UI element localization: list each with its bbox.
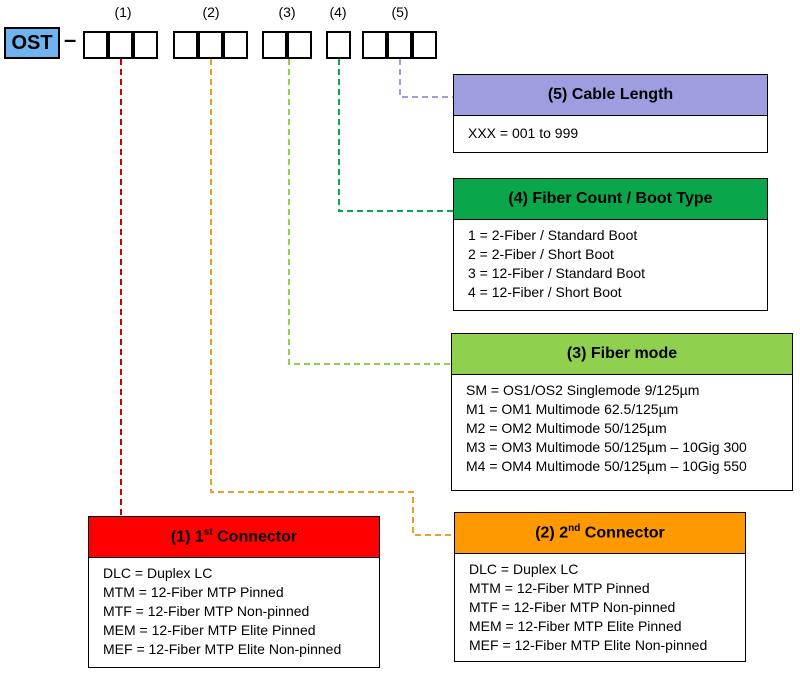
list-item: M1 = OM1 Multimode 62.5/125µm: [466, 401, 679, 417]
connector2-title-suffix: Connector: [580, 524, 665, 542]
code-cell-1c: [133, 31, 158, 59]
code-cell-5c: [412, 31, 437, 59]
leader-line-5: [399, 59, 453, 98]
cable-length-box: (5) Cable Length XXX = 001 to 999: [453, 74, 768, 153]
list-item: MTF = 12-Fiber MTP Non-pinned: [469, 599, 676, 615]
code-cell-1b: [108, 31, 133, 59]
list-item: DLC = Duplex LC: [103, 565, 213, 581]
connector2-box: (2) 2nd Connector DLC = Duplex LC MTM = …: [454, 512, 746, 662]
position-label-4: (4): [329, 4, 347, 20]
code-cell-3a: [262, 31, 287, 59]
connector1-header: (1) 1st Connector: [89, 517, 379, 558]
list-item: M4 = OM4 Multimode 50/125µm – 10Gig 550: [466, 458, 747, 474]
fiber-mode-header: (3) Fiber mode: [452, 334, 792, 375]
code-cell-2a: [173, 31, 198, 59]
cable-length-title: (5) Cable Length: [547, 86, 674, 103]
connector1-list: DLC = Duplex LC MTM = 12-Fiber MTP Pinne…: [89, 558, 379, 659]
connector2-title-sup: nd: [568, 523, 581, 535]
list-item: MEF = 12-Fiber MTP Elite Non-pinned: [103, 641, 342, 657]
cable-length-header: (5) Cable Length: [454, 75, 767, 116]
list-item: MTF = 12-Fiber MTP Non-pinned: [103, 603, 310, 619]
connector1-title: (1) 1st Connector: [171, 527, 297, 546]
list-item: 4 = 12-Fiber / Short Boot: [468, 284, 622, 300]
list-item: M2 = OM2 Multimode 50/125µm: [466, 420, 667, 436]
connector1-title-sup: st: [203, 527, 213, 539]
code-cell-2b: [198, 31, 223, 59]
cable-length-list: XXX = 001 to 999: [454, 116, 767, 143]
code-cell-3b: [287, 31, 312, 59]
list-item: MTM = 12-Fiber MTP Pinned: [469, 580, 650, 596]
list-item: 3 = 12-Fiber / Standard Boot: [468, 265, 646, 281]
list-item: SM = OS1/OS2 Singlemode 9/125µm: [466, 382, 700, 398]
fiber-mode-box: (3) Fiber mode SM = OS1/OS2 Singlemode 9…: [451, 333, 793, 491]
list-item: M3 = OM3 Multimode 50/125µm – 10Gig 300: [466, 439, 747, 455]
connector1-box: (1) 1st Connector DLC = Duplex LC MTM = …: [88, 516, 380, 668]
list-item: XXX = 001 to 999: [468, 125, 579, 141]
code-cell-2c: [223, 31, 248, 59]
position-label-2: (2): [202, 4, 220, 20]
fiber-count-title: (4) Fiber Count / Boot Type: [508, 190, 713, 207]
fiber-count-header: (4) Fiber Count / Boot Type: [454, 179, 767, 220]
leader-line-3: [288, 59, 451, 365]
list-item: MEM = 12-Fiber MTP Elite Pinned: [103, 622, 316, 638]
list-item: MTM = 12-Fiber MTP Pinned: [103, 584, 284, 600]
list-item: 1 = 2-Fiber / Standard Boot: [468, 227, 638, 243]
leader-line-4: [338, 59, 453, 212]
fiber-count-list: 1 = 2-Fiber / Standard Boot 2 = 2-Fiber …: [454, 220, 767, 302]
fiber-mode-list: SM = OS1/OS2 Singlemode 9/125µm M1 = OM1…: [452, 375, 792, 476]
code-cell-5b: [387, 31, 412, 59]
connector2-title-prefix: (2) 2: [535, 524, 569, 542]
connector1-title-suffix: Connector: [212, 528, 298, 546]
code-cell-4a: [326, 31, 351, 59]
prefix-separator: –: [64, 27, 77, 52]
fiber-count-box: (4) Fiber Count / Boot Type 1 = 2-Fiber …: [453, 178, 768, 311]
connector2-header: (2) 2nd Connector: [455, 513, 745, 554]
code-cell-1a: [83, 31, 108, 59]
fiber-mode-title: (3) Fiber mode: [566, 345, 678, 362]
connector1-title-prefix: (1) 1: [170, 528, 204, 546]
code-cell-5a: [362, 31, 387, 59]
list-item: MEM = 12-Fiber MTP Elite Pinned: [469, 618, 682, 634]
part-prefix: OST: [4, 27, 60, 59]
connector2-title: (2) 2nd Connector: [535, 523, 665, 542]
list-item: MEF = 12-Fiber MTP Elite Non-pinned: [469, 637, 708, 653]
position-label-1: (1): [114, 4, 132, 20]
position-label-3: (3): [278, 4, 296, 20]
list-item: DLC = Duplex LC: [469, 561, 579, 577]
position-label-5: (5): [391, 4, 409, 20]
list-item: 2 = 2-Fiber / Short Boot: [468, 246, 614, 262]
leader-line-2: [210, 59, 454, 536]
connector2-list: DLC = Duplex LC MTM = 12-Fiber MTP Pinne…: [455, 554, 745, 655]
